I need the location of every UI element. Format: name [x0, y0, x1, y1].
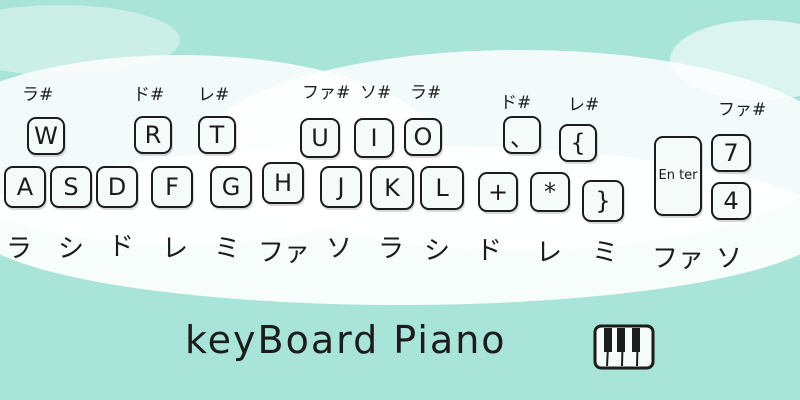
sharp-label-re2: レ# — [568, 95, 600, 115]
key-7[interactable]: 7 — [711, 134, 751, 172]
note-so: ソ — [326, 234, 353, 264]
page-title: keyBoard Piano — [185, 318, 507, 362]
sharp-label-fa2: ファ# — [718, 100, 767, 120]
key-l[interactable]: L — [420, 166, 464, 210]
key-r[interactable]: R — [134, 116, 172, 154]
key-u[interactable]: U — [300, 118, 340, 158]
key-brace-close[interactable]: } — [582, 180, 624, 222]
key-w[interactable]: W — [27, 117, 65, 155]
key-enter[interactable]: En ter — [654, 136, 702, 216]
key-s[interactable]: S — [50, 166, 92, 208]
key-o[interactable]: O — [404, 118, 442, 156]
note-mi: ミ — [214, 234, 241, 264]
sharp-label-la2: ラ# — [410, 83, 442, 103]
note-fa: ファ — [258, 238, 311, 268]
key-k[interactable]: K — [370, 166, 414, 210]
sharp-label-do2: ド# — [500, 93, 532, 113]
note-mi2: ミ — [592, 238, 619, 268]
note-fa2: ファ — [652, 244, 705, 274]
sharp-label-fa: ファ# — [302, 83, 351, 103]
key-t[interactable]: T — [198, 116, 236, 154]
note-do2: ド — [476, 236, 503, 266]
key-i[interactable]: I — [354, 118, 394, 158]
sharp-label-re: レ# — [198, 85, 230, 105]
piano-icon — [593, 324, 655, 370]
key-brace-open[interactable]: { — [559, 124, 597, 162]
key-j[interactable]: J — [320, 166, 362, 208]
sharp-label-so: ソ# — [360, 83, 392, 103]
key-asterisk[interactable]: * — [530, 172, 570, 212]
key-d[interactable]: D — [96, 166, 138, 208]
key-h[interactable]: H — [262, 162, 304, 204]
key-4[interactable]: 4 — [711, 182, 751, 220]
note-si2: シ — [424, 236, 451, 266]
key-a[interactable]: A — [4, 166, 46, 208]
key-plus[interactable]: + — [478, 172, 518, 212]
key-f[interactable]: F — [151, 166, 193, 208]
sharp-label-la: ラ# — [22, 85, 54, 105]
note-do: ド — [108, 232, 135, 262]
note-la2: ラ — [378, 234, 405, 264]
sharp-label-do: ド# — [133, 85, 165, 105]
note-re2: レ — [536, 238, 563, 268]
note-la: ラ — [6, 234, 33, 264]
note-re: レ — [162, 234, 189, 264]
note-so2: ソ — [716, 244, 743, 274]
note-si: シ — [58, 234, 85, 264]
key-g[interactable]: G — [210, 166, 252, 208]
key-comma[interactable]: 、 — [503, 116, 541, 154]
